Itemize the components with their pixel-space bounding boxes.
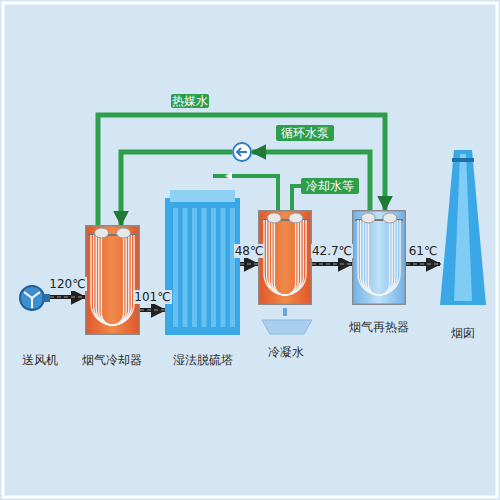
u-tube [269,220,301,295]
circulating-pump-shape [232,142,252,162]
u-tube [363,220,395,295]
u-tube [272,220,298,295]
frame [3,3,497,497]
stack-band [452,158,474,162]
node-label: 烟囱 [451,326,475,340]
drain [283,308,287,316]
shell [85,225,140,335]
pump-body [233,143,251,161]
shell [352,210,406,305]
flue-duct [240,262,258,266]
flue-gas-cooler: 烟气冷却器 [85,225,140,335]
tower-top [170,190,235,202]
desulfurization-tower-shape [165,190,240,335]
flue-duct [406,262,440,266]
u-tube [274,220,295,295]
u-tube [94,235,132,325]
header [289,213,303,223]
temperature-label: 101℃ [133,290,171,304]
u-tube [366,220,392,295]
tower-rib [202,208,207,327]
tower-body [165,198,240,335]
pump-arrow [237,148,247,156]
duct-highlight [140,310,165,311]
desulfurization-tower: 湿法脱硫塔 [165,190,240,335]
water-pipe [252,152,370,210]
fan-blade [24,292,40,308]
header [117,228,131,238]
header [95,228,109,238]
tower-rib [183,208,188,327]
condenser-shape [258,210,312,305]
fan-outlet [42,294,50,302]
tower-rib [173,208,178,327]
u-tube [368,220,389,295]
flue-gas-cooler-shape [85,225,140,335]
temperature-label: 48℃ [234,244,265,258]
u-tube [361,220,398,295]
flue-duct [140,308,165,312]
u-tube [267,220,304,295]
u-tube [96,235,129,325]
flue-gas-reheater-shape [352,210,406,305]
condenser: 冷凝水 [258,210,312,305]
u-tube [264,220,306,295]
shell [258,210,312,305]
u-tube [99,235,126,325]
stack-body [440,150,486,305]
pipe-label: 冷却水等 [301,178,359,194]
duct-highlight [50,297,85,298]
node-label: 冷凝水 [268,345,304,359]
header [267,213,281,223]
flue-gas-reheater: 烟气再热器 [352,210,406,305]
node-label: 湿法脱硫塔 [173,353,233,367]
pipe-label: 热媒水 [171,94,209,108]
node-label: 循环水泵 [276,125,334,141]
duct-highlight [312,264,352,265]
fan-body [20,286,44,310]
tower-rib [221,208,226,327]
header [383,213,397,223]
blower: 送风机 [16,283,50,313]
node-label: 烟气再热器 [349,320,409,334]
temperature-label: 61℃ [408,244,439,258]
circulating-pump: 循环水泵 [232,142,252,162]
flue-duct [50,295,85,299]
blower-shape [16,283,50,313]
tower-rib [230,208,235,327]
header [361,213,375,223]
stack-shine [454,154,472,301]
chimney: 烟囱 [440,150,486,305]
tower-rib [211,208,216,327]
flue-duct [312,262,352,266]
tower-rib [192,208,197,327]
node-label: 送风机 [22,353,58,367]
duct-highlight [406,264,440,265]
u-tube [91,235,134,325]
water-pipe [98,115,385,225]
temperature-label: 120℃ [48,277,86,291]
chimney-shape [440,150,486,305]
temperature-label: 42.7℃ [311,244,353,258]
condensate-tray [262,320,312,334]
u-tube [101,235,123,325]
pipe-arrow [225,172,232,180]
u-tube [358,220,400,295]
node-label: 烟气冷却器 [82,353,142,367]
duct-highlight [240,264,258,265]
